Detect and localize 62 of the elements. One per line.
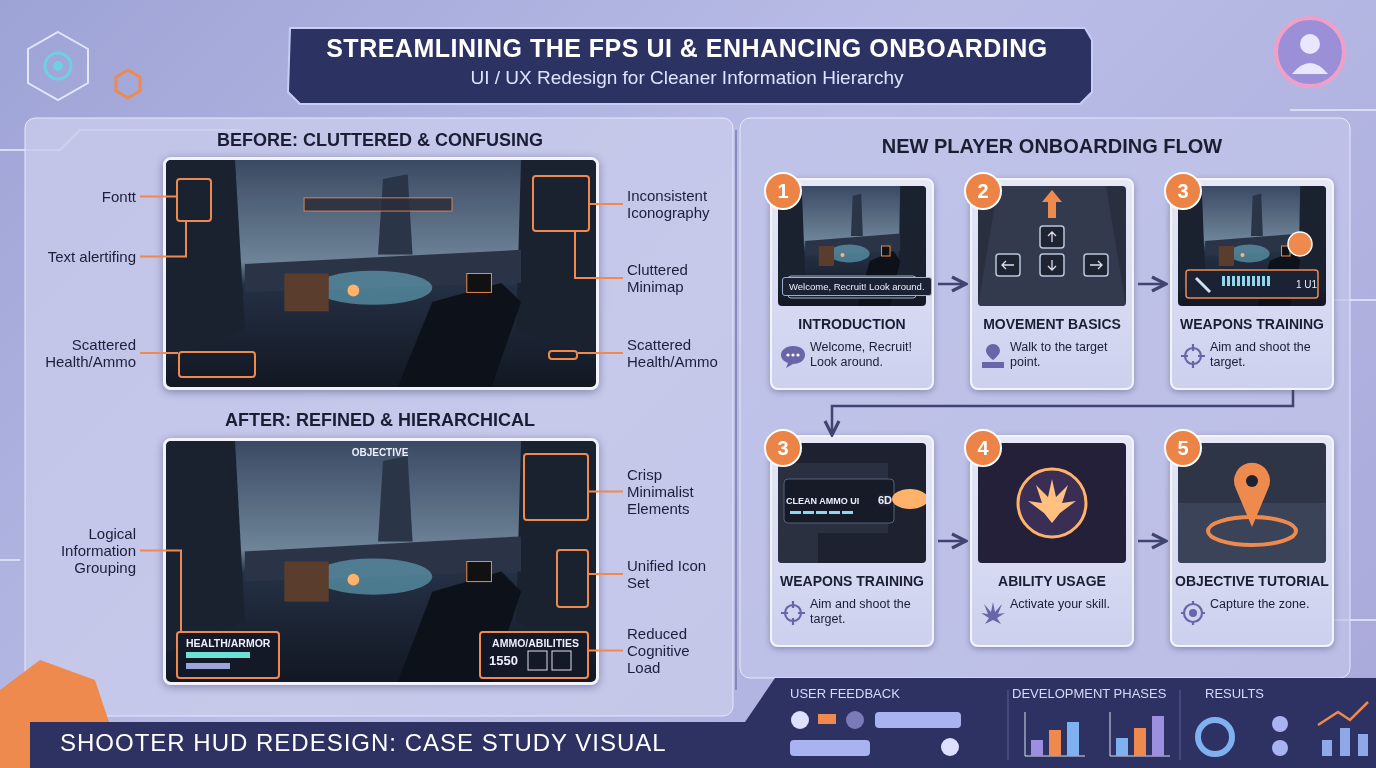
section-heading: USER FEEDBACK bbox=[790, 686, 900, 701]
step-description: Walk to the target point. bbox=[1010, 340, 1109, 370]
panel-title: HEALTH/ARMOR bbox=[186, 637, 270, 649]
highlight-box bbox=[556, 549, 589, 608]
section-heading: NEW PLAYER ONBOARDING FLOW bbox=[881, 135, 1223, 158]
annotation-text: Logical Information Grouping bbox=[30, 525, 136, 576]
annotation-text: Scattered Health/Ammo bbox=[25, 336, 136, 370]
flow-arrow bbox=[938, 275, 968, 293]
flow-arrow bbox=[1138, 532, 1168, 550]
hud-objective-text: OBJECTIVE bbox=[351, 447, 409, 458]
section-heading: BEFORE: CLUTTERED & CONFUSING bbox=[217, 130, 543, 151]
annotation-text: Text alertifing bbox=[47, 248, 136, 265]
flow-arrow bbox=[938, 532, 968, 550]
ammo-count: 6D bbox=[878, 494, 893, 506]
annotation-text: Inconsistent Iconography bbox=[627, 187, 727, 221]
step-description: Activate your skill. bbox=[1010, 597, 1112, 612]
section-heading: DEVELOPMENT PHASES bbox=[1012, 686, 1167, 701]
tutorial-message: Welcome, Recruit! Look around. bbox=[782, 277, 932, 296]
step-description: Welcome, Recruit! Look around. bbox=[810, 340, 913, 370]
caption: SHOOTER HUD REDESIGN: CASE STUDY VISUAL bbox=[60, 729, 667, 757]
ammo-count: 1550 bbox=[489, 653, 518, 668]
annotation-text: Cluttered Minimap bbox=[627, 261, 727, 295]
panel-title: AMMO/ABILITIES bbox=[491, 637, 579, 649]
step-title: ABILITY USAGE bbox=[997, 573, 1107, 589]
title: STREAMLINING THE FPS UI & ENHANCING ONBOARDING bbox=[326, 34, 1048, 63]
section-heading: AFTER: REFINED & HIERARCHICAL bbox=[225, 410, 535, 431]
hud-panel bbox=[479, 631, 589, 679]
hud-panel bbox=[176, 631, 280, 679]
annotation-text: Unified Icon Set bbox=[627, 557, 727, 591]
leader-line bbox=[139, 195, 177, 198]
annotation-text: Crisp Minimalist Elements bbox=[627, 466, 727, 517]
step-description: Aim and shoot the target. bbox=[810, 597, 912, 627]
leader-line bbox=[589, 203, 624, 205]
annotation-text: Scattered Health/Ammo bbox=[627, 336, 727, 370]
step-title: MOVEMENT BASICS bbox=[982, 316, 1122, 332]
ammo-count: 1 U1 bbox=[1296, 279, 1318, 290]
highlight-box bbox=[176, 178, 212, 222]
leader-line bbox=[577, 352, 624, 354]
section-heading: RESULTS bbox=[1205, 686, 1264, 701]
leader-line bbox=[139, 221, 187, 258]
flow-arrow bbox=[823, 390, 1295, 437]
step-title: OBJECTIVE TUTORIAL bbox=[1174, 573, 1330, 589]
step-title: INTRODUCTION bbox=[797, 316, 907, 332]
step-title: WEAPONS TRAINING bbox=[1179, 316, 1325, 332]
leader-line bbox=[139, 352, 179, 354]
leader-line bbox=[588, 490, 624, 493]
step-description: Capture the zone. bbox=[1210, 597, 1311, 612]
leader-line bbox=[574, 231, 624, 279]
leader-line bbox=[139, 549, 182, 632]
leader-line bbox=[588, 649, 624, 652]
hud-text: CLEAN AMMO UI bbox=[786, 496, 860, 506]
highlight-box bbox=[178, 351, 256, 378]
highlight-box bbox=[532, 175, 590, 232]
flow-arrow bbox=[1138, 275, 1168, 293]
leader-line bbox=[588, 573, 624, 575]
highlight-box bbox=[548, 350, 578, 360]
annotation-text: Reduced Cognitive Load bbox=[627, 625, 727, 676]
highlight-box bbox=[523, 453, 589, 521]
step-title: WEAPONS TRAINING bbox=[779, 573, 925, 589]
annotation-text: Fontt bbox=[101, 188, 136, 205]
subtitle: UI / UX Redesign for Cleaner Information Hierarchy bbox=[470, 67, 904, 89]
step-description: Aim and shoot the target. bbox=[1210, 340, 1312, 370]
